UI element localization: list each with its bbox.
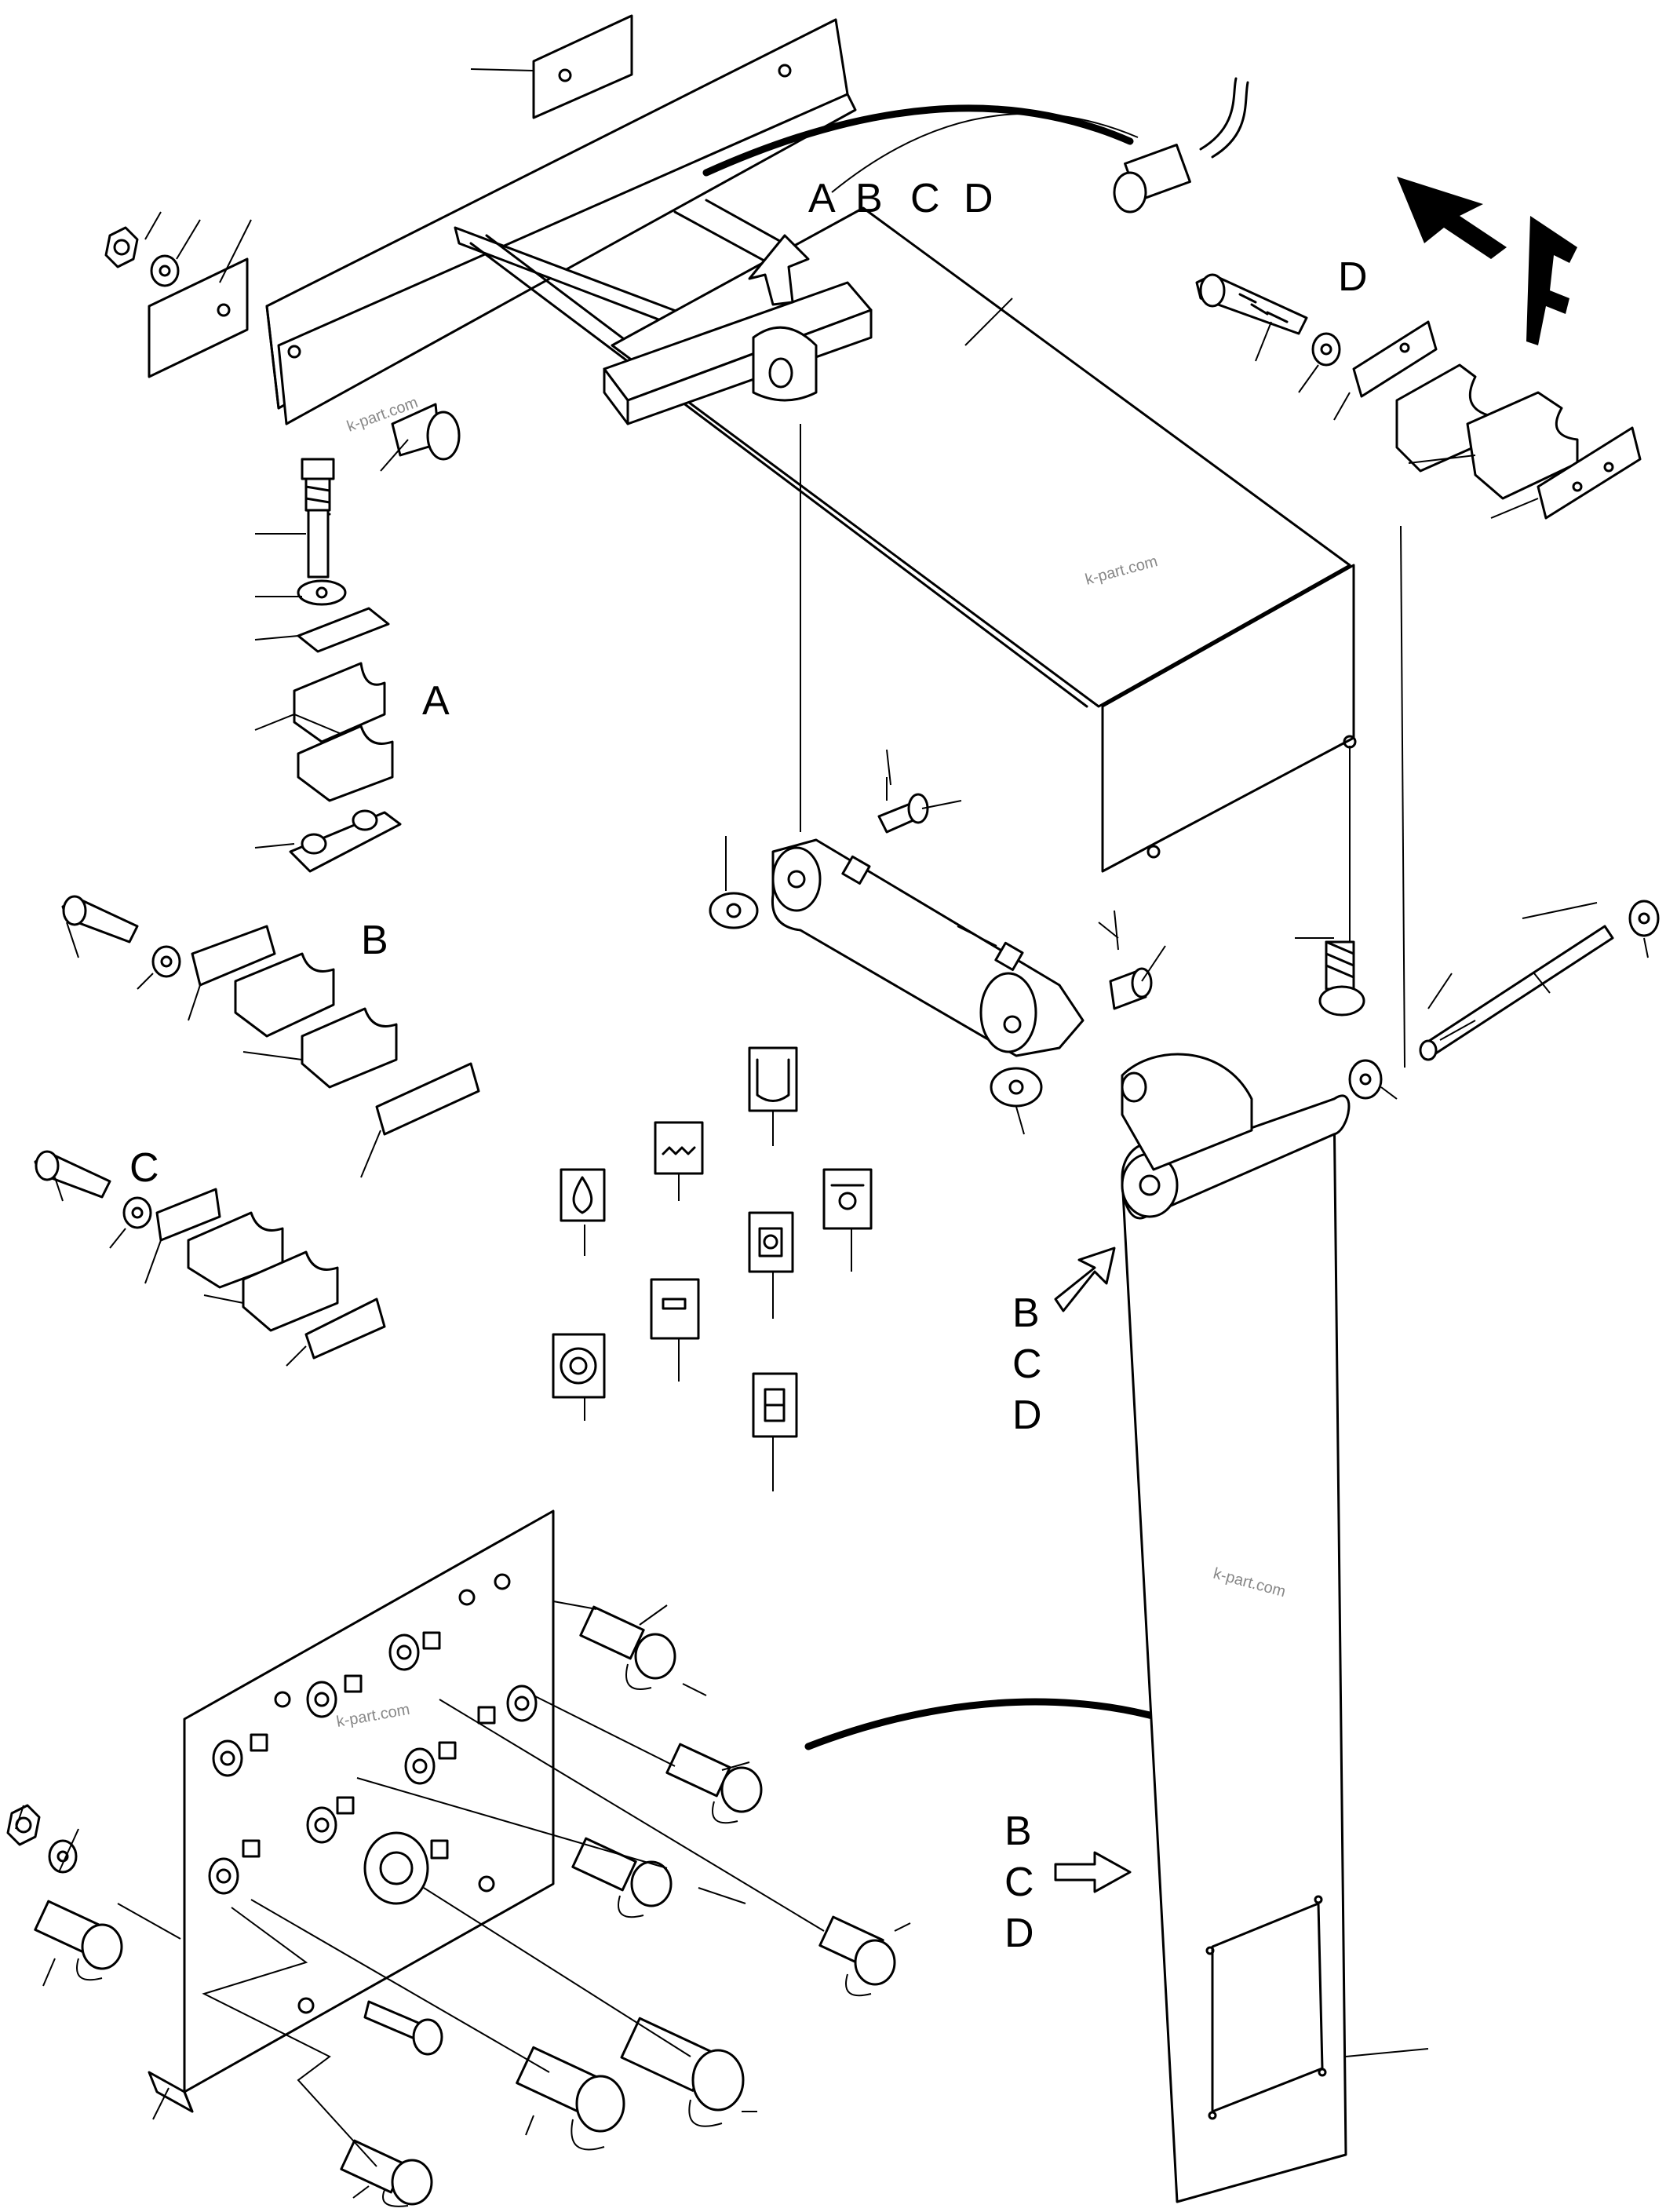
coupler-1 [579,1605,676,1690]
coupler-3 [571,1837,673,1918]
decal-gear-icon [552,1333,606,1399]
panel-port-2 [306,1674,363,1718]
label-top-a: A [808,176,836,221]
label-clamp-d: D [1338,254,1368,300]
coupler-2 [665,1743,763,1824]
decal-filter-icon [748,1211,794,1273]
decal-level-icon [654,1121,704,1175]
clamp-set-a [289,458,402,873]
label-lower-b: B [1004,1809,1032,1854]
coupler-5 [34,1900,123,1981]
label-clamp-a: A [422,678,450,724]
clamp-set-d [1195,273,1642,520]
leader-lines [15,68,1649,2199]
panel-port-7 [208,1839,261,1895]
decal-switch-icon [752,1372,798,1438]
panel-port-8 [363,1831,449,1905]
panel-port-1 [212,1733,268,1777]
label-column-c: C [1012,1341,1042,1387]
top-bracket-assembly [104,14,1357,873]
label-lower-c: C [1004,1860,1034,1905]
coupler-4 [818,1915,896,1997]
proximity-sensor [831,77,1249,214]
decal-oil-icon [822,1168,873,1230]
label-clamp-c: C [129,1145,159,1191]
decal-group [552,1046,873,1438]
coupler-8 [340,2139,433,2207]
panel-port-3 [388,1631,441,1671]
label-top-b: B [855,176,883,221]
panel-port-4 [404,1741,457,1785]
decal-tank-icon [748,1046,798,1112]
coupler-6 [516,2046,625,2151]
label-lower-d: D [1004,1911,1034,1956]
label-top-d: D [964,176,993,221]
panel-port-6 [306,1796,355,1844]
label-column-b: B [1012,1290,1040,1336]
hydraulic-cylinder [709,749,1153,1108]
decal-rectangle-icon [650,1278,700,1340]
control-panel [6,1509,896,2207]
decal-drop-icon [560,1168,606,1222]
swing-arrow-top [702,104,1134,177]
panel-port-5 [477,1685,538,1725]
coupler-7 [620,2017,745,2127]
label-clamp-b: B [361,918,388,963]
direction-arrow-icon [1397,177,1577,345]
clamp-set-b [61,895,480,1136]
frame-bolt [391,403,461,461]
label-column-d: D [1012,1393,1042,1438]
clamp-set-c [34,1150,386,1360]
detail-labels: A B C D A B C D B C D B C D F [129,176,1368,1956]
label-top-c: C [910,176,940,221]
